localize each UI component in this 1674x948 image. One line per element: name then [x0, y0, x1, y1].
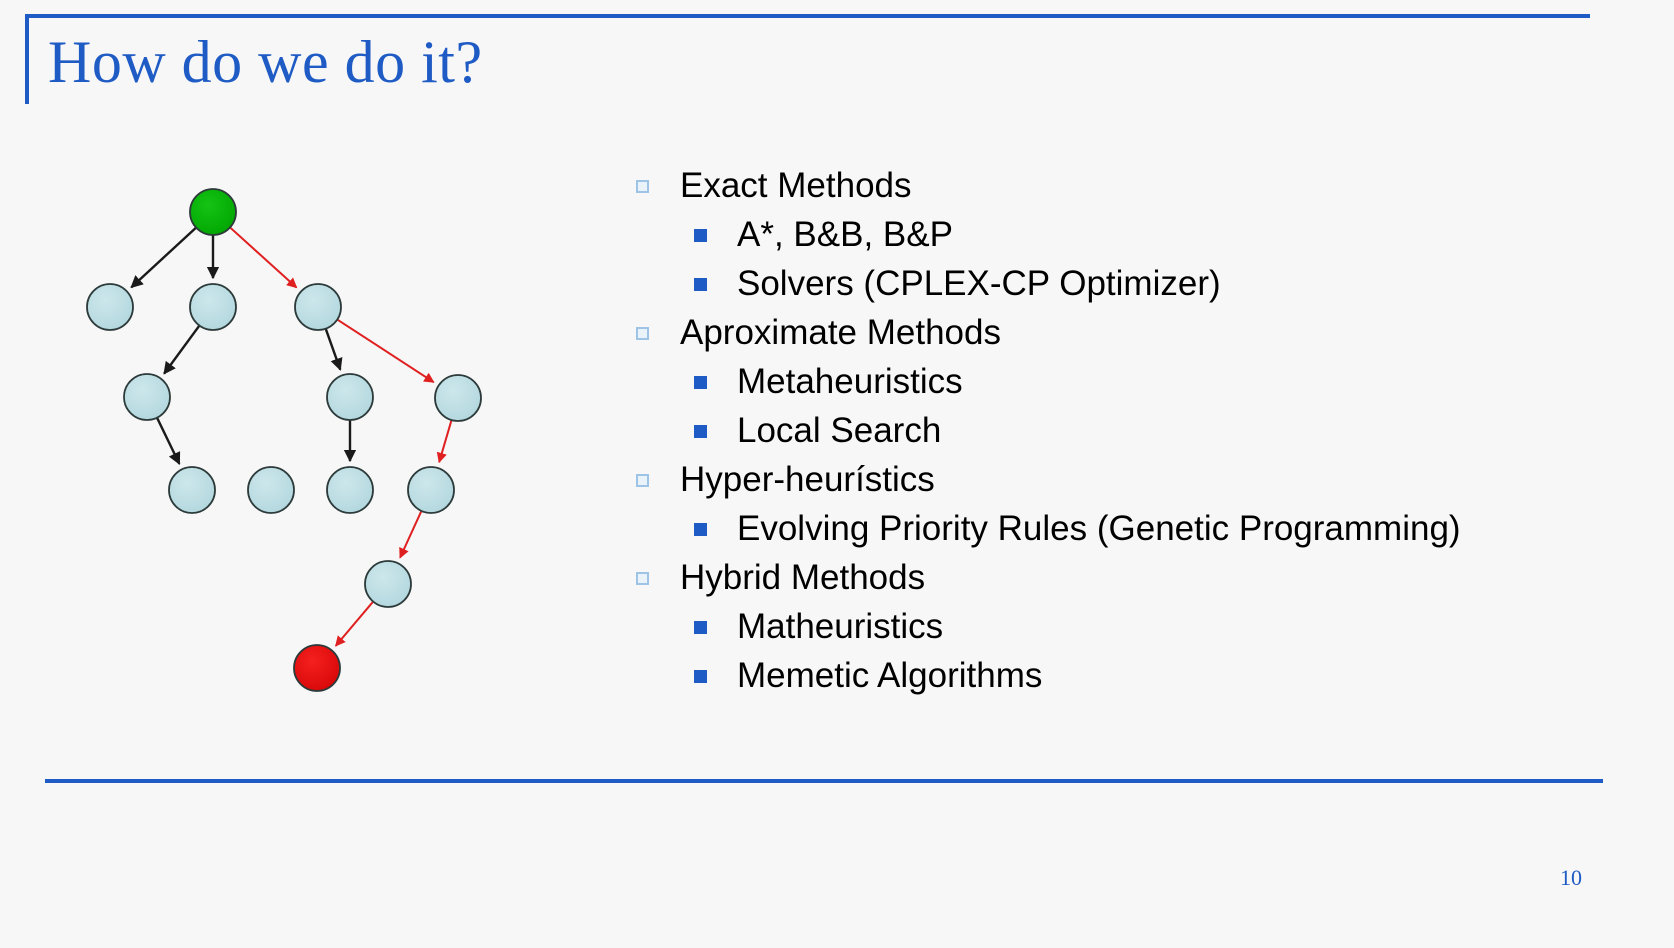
tree-node-normal — [86, 283, 134, 331]
bullet-row: Matheuristics — [694, 607, 1656, 656]
solid-square-bullet-icon — [694, 523, 707, 536]
solid-square-bullet-icon — [694, 229, 707, 242]
tree-edge — [436, 419, 453, 464]
tree-node-normal — [247, 466, 295, 514]
solid-square-bullet-icon — [694, 425, 707, 438]
bullet-label: Aproximate Methods — [680, 313, 1001, 352]
tree-node-normal — [189, 283, 237, 331]
bullet-row: A*, B&B, B&P — [694, 215, 1656, 264]
bullet-row: Solvers (CPLEX-CP Optimizer) — [694, 264, 1656, 313]
bullet-label: Evolving Priority Rules (Genetic Program… — [737, 509, 1461, 548]
tree-node-normal — [123, 373, 171, 421]
title-rule-left — [25, 14, 29, 104]
search-tree-svg — [86, 188, 482, 692]
search-tree-diagram — [40, 150, 600, 730]
hollow-square-bullet-icon — [636, 327, 649, 340]
solid-square-bullet-icon — [694, 670, 707, 683]
tree-node-normal — [407, 466, 455, 514]
bullet-row: Hybrid Methods — [636, 558, 1656, 607]
bullet-label: Metaheuristics — [737, 362, 963, 401]
bullet-label: Solvers (CPLEX-CP Optimizer) — [737, 264, 1221, 303]
tree-edge — [130, 226, 197, 289]
solid-square-bullet-icon — [694, 278, 707, 291]
bullet-label: Matheuristics — [737, 607, 944, 646]
bullet-row: Memetic Algorithms — [694, 656, 1656, 705]
bullet-row: Aproximate Methods — [636, 313, 1656, 362]
tree-edge — [399, 510, 423, 559]
tree-nodes — [86, 188, 482, 692]
page-title: How do we do it? — [48, 29, 483, 95]
tree-edges — [130, 226, 453, 647]
footer-rule — [45, 779, 1603, 783]
hollow-square-bullet-icon — [636, 180, 649, 193]
tree-edge — [336, 318, 435, 384]
bullet-row: Metaheuristics — [694, 362, 1656, 411]
tree-node-normal — [294, 283, 342, 331]
solid-square-bullet-icon — [694, 376, 707, 389]
tree-node-normal — [364, 560, 412, 608]
bullet-row: Exact Methods — [636, 166, 1656, 215]
bullet-label: Hybrid Methods — [680, 558, 926, 597]
hollow-square-bullet-icon — [636, 474, 649, 487]
tree-edge — [163, 324, 201, 375]
page-number: 10 — [1560, 865, 1582, 890]
tree-node-normal — [326, 373, 374, 421]
tree-edge — [324, 328, 343, 371]
tree-edge — [334, 600, 374, 647]
tree-node-normal — [168, 466, 216, 514]
bullet-row: Local Search — [694, 411, 1656, 460]
title-rule-top — [25, 14, 1590, 18]
tree-node-normal — [434, 374, 482, 422]
tree-node-root — [189, 188, 237, 236]
hollow-square-bullet-icon — [636, 572, 649, 585]
bullet-row: Hyper-heurístics — [636, 460, 1656, 509]
bullet-label: Hyper-heurístics — [680, 460, 935, 499]
bullet-label: Memetic Algorithms — [737, 656, 1043, 695]
tree-node-goal — [293, 644, 341, 692]
solid-square-bullet-icon — [694, 621, 707, 634]
bullet-row: Evolving Priority Rules (Genetic Program… — [694, 509, 1656, 558]
tree-edge — [155, 417, 181, 466]
tree-edge — [229, 226, 298, 289]
bullet-label: Local Search — [737, 411, 942, 450]
bullet-label: A*, B&B, B&P — [737, 215, 953, 254]
tree-node-normal — [326, 466, 374, 514]
bullet-label: Exact Methods — [680, 166, 912, 205]
